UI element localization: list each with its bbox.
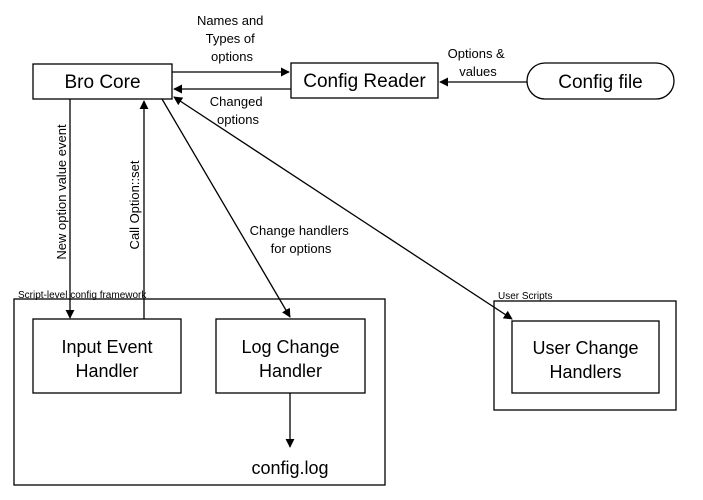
input-event-handler-node — [32, 318, 182, 394]
log-change-handler-line2: Handler — [259, 361, 322, 381]
config-file-label: Config file — [558, 72, 643, 93]
input-event-handler-line1: Input Event — [61, 337, 152, 357]
log-change-handler-line1: Log Change — [241, 337, 339, 357]
user-change-handlers-line1: User Change — [532, 338, 638, 358]
user-change-handlers-line2: Handlers — [549, 362, 621, 382]
script-framework-label: Script-level config framework — [18, 290, 147, 301]
options-values-label: Options & values — [448, 46, 509, 79]
names-types-label: Names and Types of options — [197, 13, 267, 64]
input-event-handler-line2: Handler — [75, 361, 138, 381]
change-handlers-label: Change handlers for options — [250, 223, 353, 256]
user-scripts-label: User Scripts — [498, 291, 552, 302]
config-reader-label: Config Reader — [303, 71, 426, 92]
user-change-handlers-arrow — [173, 96, 513, 320]
user-scripts-frame — [493, 300, 677, 411]
changed-options-label: Changed options — [210, 94, 266, 127]
bro-core-node — [32, 63, 173, 100]
new-option-event-label: New option value event — [54, 124, 69, 260]
call-option-set-label: Call Option::set — [127, 160, 142, 249]
config-file-node — [526, 62, 675, 100]
bro-core-label: Bro Core — [64, 72, 140, 93]
config-log-label: config.log — [251, 458, 328, 478]
user-change-handlers-node — [511, 320, 660, 394]
